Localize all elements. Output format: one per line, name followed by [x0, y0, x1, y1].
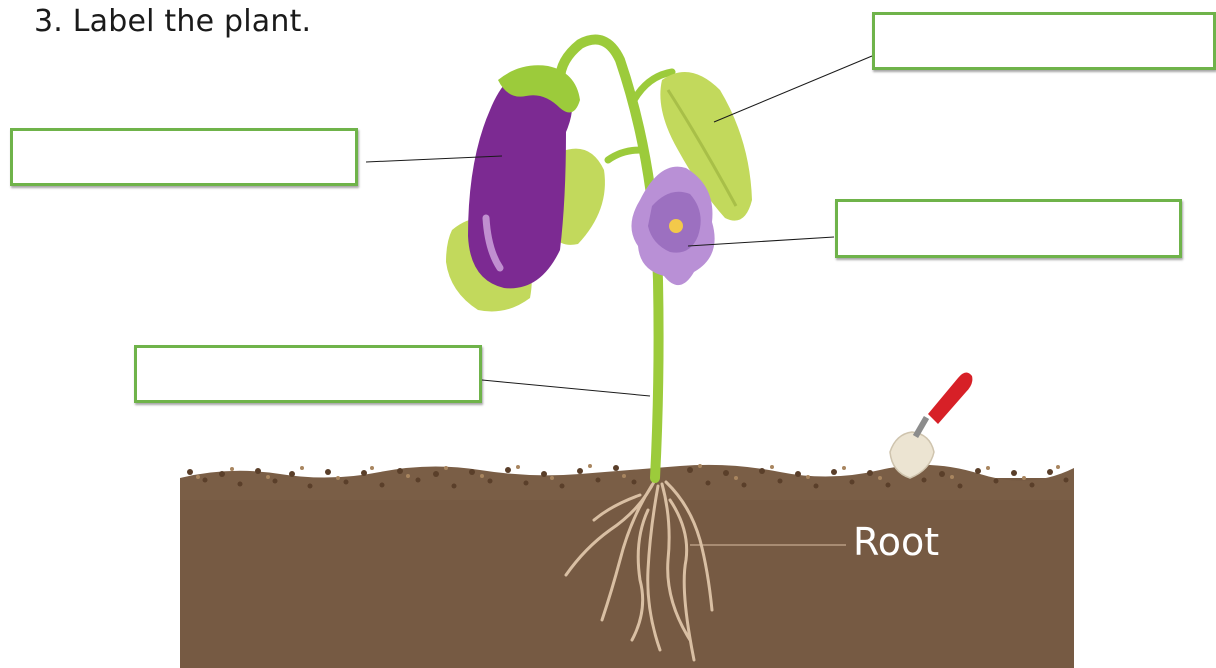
- answer-box-fruit[interactable]: [10, 128, 358, 186]
- eggplant: [468, 65, 580, 288]
- soil: [180, 464, 1074, 668]
- root-label: Root: [853, 520, 939, 564]
- answer-box-stem[interactable]: [134, 345, 482, 403]
- answer-box-leaf[interactable]: [872, 12, 1216, 70]
- flower: [631, 167, 714, 285]
- answer-box-flower[interactable]: [835, 199, 1182, 258]
- trowel: [890, 372, 972, 478]
